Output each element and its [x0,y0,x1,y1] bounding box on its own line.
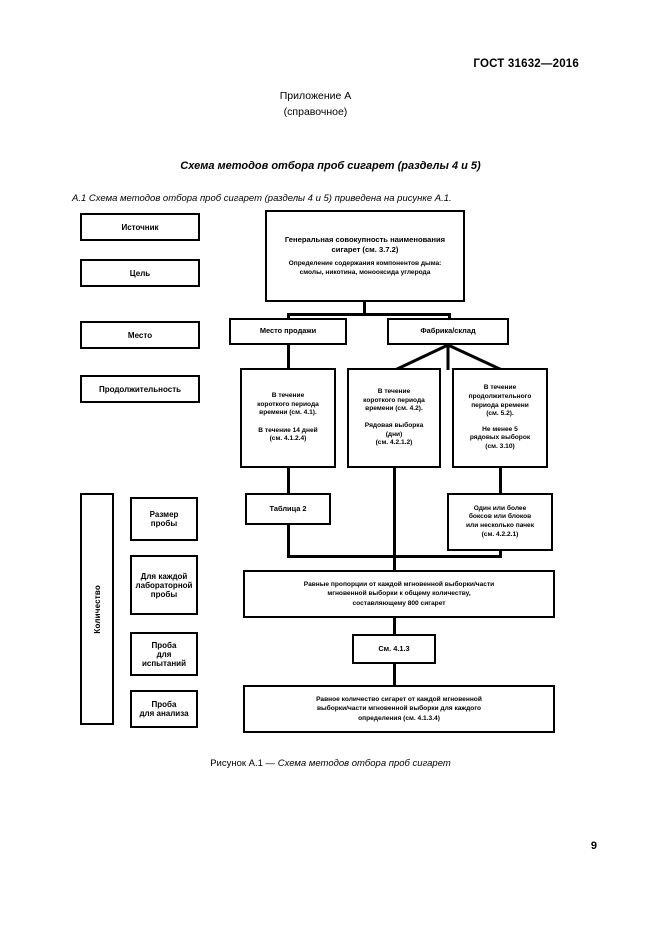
connector-table2-down [287,525,290,557]
page-title: Схема методов отбора проб сигарет (разде… [180,160,481,172]
node-long-period-5-2: В течение продолжительного периода време… [452,368,548,468]
node-see-4-1-3: См. 4.1.3 [352,634,436,664]
node-table-2: Таблица 2 [245,493,331,525]
connector-split-top [287,313,451,316]
node-boxes-blocks-packs: Один или более боксов или блоков или нес… [447,493,553,551]
connector-4-1-to-table2 [287,468,290,496]
connector-proportions-down [393,618,396,636]
connector-see-413-down [393,664,396,687]
quantity-item-test-sample: Проба для испытаний [130,632,198,676]
section-intro-text: А.1 Схема методов отбора проб сигарет (р… [72,193,452,204]
flowchart-figure: Источник Цель Место Продолжительность Ко… [0,205,661,750]
row-label-duration: Продолжительность [80,375,200,403]
page-number: 9 [590,840,597,852]
connector-place-sale-down [287,345,290,370]
quantity-item-lab-sample: Для каждой лабораторной пробы [130,555,198,615]
connector-4-2-down [393,468,396,583]
node-general-population: Генеральная совокупность наименования си… [265,210,465,302]
row-label-quantity: Количество [80,493,114,725]
appendix-subtitle: (справочное) [283,106,348,118]
row-label-source: Источник [80,213,200,241]
node-equal-amount: Равное количество сигарет от каждой мгно… [243,685,555,733]
row-label-place: Место [80,321,200,349]
quantity-item-analysis-sample: Проба для анализа [130,690,198,728]
node-body: Определение содержания компонентов дыма:… [288,259,442,276]
node-short-period-4-1: В течение короткого периода времени (см.… [240,368,336,468]
connector-boxes-down [499,551,502,557]
connector-population-down [363,302,366,314]
connector-merge-to-proportions [393,555,396,573]
node-heading: Генеральная совокупность наименования си… [284,234,446,254]
node-factory-warehouse: Фабрика/склад [387,318,509,345]
appendix-title: Приложение А [279,90,352,102]
node-short-period-4-2: В течение короткого периода времени (см.… [347,368,441,468]
appendix-heading: Приложение А (справочное) [0,88,661,120]
row-label-purpose: Цель [80,259,200,287]
quantity-item-sample-size: Размер пробы [130,497,198,541]
connector-5-2-to-boxes [499,468,502,496]
node-place-of-sale: Место продажи [229,318,347,345]
standard-header: ГОСТ 31632—2016 [473,58,579,70]
node-equal-proportions: Равные пропорции от каждой мгновенной вы… [243,570,555,618]
figure-caption-number: Рисунок А.1 — [210,758,278,769]
connector-factory-branches [394,343,503,372]
figure-caption: Рисунок А.1 — Схема методов отбора проб … [0,758,661,769]
figure-caption-text: Схема методов отбора проб сигарет [277,758,451,769]
